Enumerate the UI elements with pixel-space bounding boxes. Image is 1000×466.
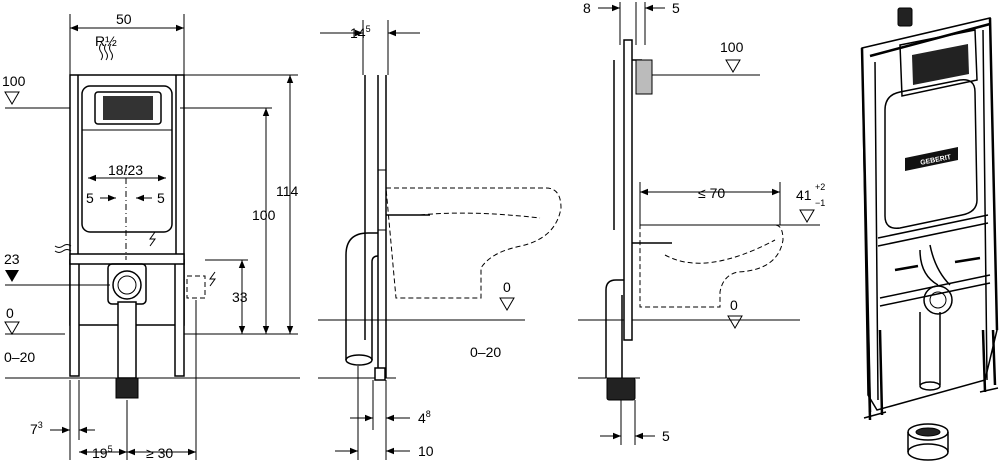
- alt-level-0-marker: [727, 315, 743, 329]
- dim-height-41: 41: [796, 187, 812, 203]
- actuator-plate: [103, 96, 153, 120]
- alt-level-0-label: 0: [730, 297, 738, 313]
- side-view-alt: 8 5 100 ≤ 70 41 +2 −1 0 5: [578, 0, 825, 445]
- electric-icon-lower: [209, 271, 216, 287]
- isometric-view: GEBERIT: [860, 7, 999, 461]
- front-view: 50 R½ 18/23 5 5: [2, 11, 300, 461]
- level-100-marker: [4, 91, 20, 105]
- toilet-bowl-outline: [385, 187, 562, 299]
- side-floor-range-label: 0–20: [470, 344, 501, 360]
- iso-inlet-valve: [897, 7, 913, 27]
- level-23-marker: [5, 270, 19, 282]
- dim-bottom-30: ≥ 30: [146, 445, 173, 461]
- dim-height-33: 33: [232, 289, 248, 305]
- iso-drain: [923, 285, 953, 315]
- drain-pipe-end: [115, 377, 139, 399]
- level-23-label: 23: [4, 251, 20, 267]
- dim-bottom-19: 195: [92, 444, 113, 461]
- dim-offset-right: 5: [157, 190, 165, 206]
- drain-outlet: [112, 270, 142, 300]
- dim-height-100: 100: [252, 207, 276, 223]
- level-41-marker: [799, 209, 815, 223]
- dim-bottom-4: 48: [418, 409, 431, 426]
- actuator-plate-opening: [94, 91, 162, 125]
- side-level-0-label: 0: [503, 279, 511, 295]
- side-level-0-marker: [499, 297, 515, 311]
- dim-bottom-7: 73: [30, 420, 43, 437]
- dim-top-5: 5: [672, 0, 680, 16]
- level-0-marker: [4, 321, 20, 335]
- cistern: [81, 85, 173, 233]
- floor-range-label: 0–20: [4, 349, 35, 365]
- dim-bottom-10: 10: [418, 443, 434, 459]
- power-box: [186, 275, 206, 299]
- alt-level-100-label: 100: [720, 39, 744, 55]
- side-view: 145 0 0–20 48 10: [318, 20, 562, 460]
- alt-pipe: [605, 279, 624, 378]
- iso-actuator-plate: [912, 44, 969, 85]
- actuator-side: [635, 59, 653, 95]
- dim-width-50: 50: [116, 11, 132, 27]
- electric-icon-upper: [149, 231, 156, 247]
- dim-bottom-5: 5: [662, 428, 670, 444]
- dim-reach: ≤ 70: [698, 185, 725, 201]
- alt-toilet-bowl: [639, 224, 784, 308]
- dim-height-114: 114: [276, 183, 299, 199]
- level-100-label: 100: [2, 73, 26, 89]
- tol-minus: −1: [815, 198, 825, 208]
- water-supply-icon: [54, 244, 72, 253]
- tol-plus: +2: [815, 182, 825, 192]
- dim-depth-14: 145: [350, 24, 371, 41]
- iso-logo-badge: [905, 147, 958, 171]
- alt-level-100-marker: [725, 59, 741, 73]
- level-0-label: 0: [6, 305, 14, 321]
- iso-cistern: [884, 79, 978, 229]
- pipe-bend: [345, 232, 379, 360]
- dim-offset-left: 5: [86, 190, 94, 206]
- thread-label: R½: [95, 33, 117, 49]
- dim-top-8: 8: [583, 0, 591, 16]
- water-inlet-icon: [99, 43, 113, 61]
